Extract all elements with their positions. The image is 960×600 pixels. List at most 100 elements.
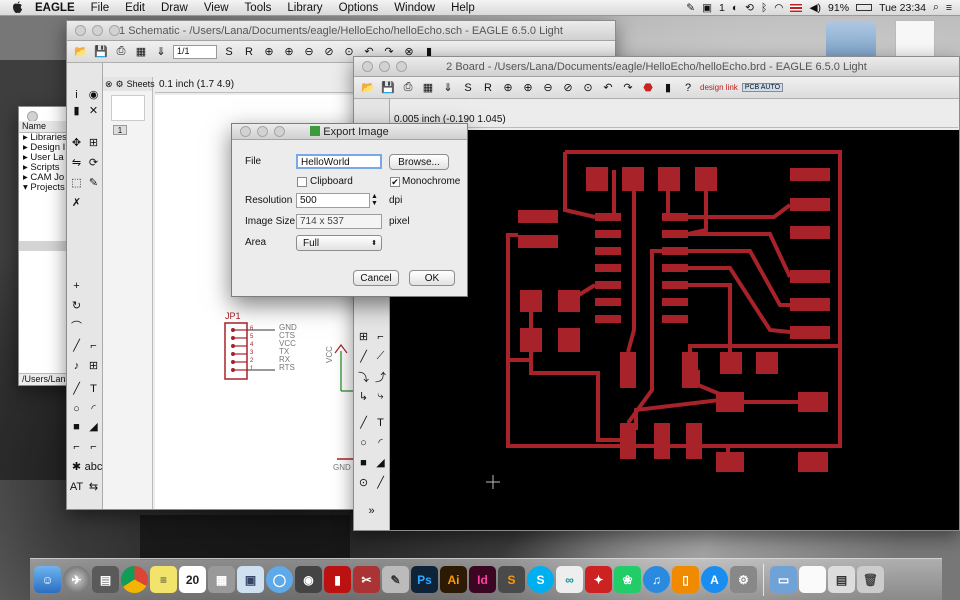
schematic-titlebar[interactable]: 1 Schematic - /Users/Lana/Documents/eagl… [67,21,615,41]
use-icon[interactable]: ⇓ [156,46,166,58]
ie-icon[interactable]: ◐ [731,1,739,14]
wifi-icon[interactable]: ◠ [774,1,784,14]
wrench-icon[interactable]: ✎ [88,177,99,189]
ok-button[interactable]: OK [409,270,455,286]
label-icon[interactable]: abc [84,460,103,473]
zoom-button[interactable] [274,126,285,137]
menu-draw[interactable]: Draw [160,1,188,14]
notification-center-icon[interactable]: ≡ [945,1,952,14]
folder-icon[interactable]: ▭ [770,566,797,593]
cam-icon[interactable]: ▦ [422,82,434,94]
route-icon[interactable]: ⤵ [358,371,369,384]
close-button[interactable] [362,61,373,72]
ps-icon[interactable]: Ps [411,566,438,593]
itunes-icon[interactable]: ♫ [643,566,670,593]
id-icon[interactable]: Id [469,566,496,593]
show-icon[interactable]: ◉ [88,89,99,101]
dialog-titlebar[interactable]: Export Image [232,124,467,140]
menu-file[interactable]: File [90,1,110,14]
miter-icon[interactable]: ⌐ [377,330,384,343]
finder-icon[interactable]: ☺ [34,566,61,593]
preview-icon[interactable]: ▣ [237,566,264,593]
use-icon[interactable]: ⇓ [443,82,453,94]
evernote-icon[interactable]: ✎ [686,1,696,14]
prefs-icon[interactable]: ⚙ [730,566,757,593]
ai-icon[interactable]: Ai [440,566,467,593]
junction-icon[interactable]: ✱ [71,461,82,473]
fritzing-icon[interactable]: ✦ [585,566,612,593]
sheet-thumbnail[interactable] [110,95,145,121]
resolution-input[interactable]: 500 [296,193,370,208]
battery-icon[interactable] [856,4,873,11]
minimize-button[interactable] [379,61,390,72]
launchpad-icon[interactable]: ✈ [63,566,90,593]
replace-icon[interactable]: ↻ [71,300,82,312]
tree-item-libraries[interactable]: ▸ Libraries [23,132,67,143]
wire-icon[interactable]: ╱ [73,340,80,352]
spotlight-icon[interactable]: ⌕ [932,1,939,13]
cancel-button[interactable]: Cancel [353,270,399,286]
polygon-icon[interactable]: ◢ [376,457,385,469]
ripup-icon[interactable]: ⤴ [375,371,386,384]
display-icon[interactable]: ▮ [73,105,80,117]
file-input[interactable]: HelloWorld [296,154,382,169]
more-icon[interactable]: » [368,504,375,517]
tree-item-user[interactable]: ▸ User La [23,152,64,163]
split-icon[interactable]: ╱ [360,351,367,363]
zoom-fit-icon[interactable]: ⊕ [503,82,513,94]
optimize-icon[interactable]: ⟋ [376,350,385,362]
zoom-button[interactable] [109,25,120,36]
split-icon[interactable]: ⌒ [71,320,82,333]
menu-view[interactable]: View [203,1,229,14]
mark-icon[interactable]: ✕ [88,105,99,117]
menu-tools[interactable]: Tools [244,1,272,14]
zoom-fit-icon[interactable]: ⊕ [264,46,274,58]
menu-library[interactable]: Library [287,1,323,14]
polygon-icon[interactable]: ◢ [89,421,98,433]
arduino-icon[interactable]: ∞ [556,566,583,593]
chrome-icon[interactable] [121,566,148,593]
system-icon[interactable]: ▤ [92,566,119,593]
calendar-icon[interactable]: 20 [179,566,206,593]
attribute-icon[interactable]: AT [69,480,84,493]
ibooks-icon[interactable]: ▯ [672,566,699,593]
circle-icon[interactable]: ○ [360,436,367,449]
appstore-icon[interactable]: A [701,566,728,593]
redo-icon[interactable]: ↷ [384,46,394,58]
notification-badge-icon[interactable]: ▣ [702,1,712,14]
preview-doc-icon[interactable]: ▤ [828,566,855,593]
stop-icon[interactable]: ⬣ [643,82,653,94]
tree-item-design[interactable]: ▸ Design I [23,142,66,153]
apple-icon[interactable] [12,1,23,14]
area-select[interactable]: Full ⬍ [296,235,382,251]
smash-icon[interactable]: ⊞ [88,360,99,372]
rotate-icon[interactable]: ⟳ [88,157,99,169]
zoom-redraw-icon[interactable]: ⊘ [563,82,573,94]
zoom-select-icon[interactable]: ⊙ [344,46,354,58]
board-titlebar[interactable]: 2 Board - /Users/Lana/Documents/eagle/He… [354,57,959,77]
copy-icon[interactable]: ⊞ [88,137,99,149]
open-icon[interactable]: 📂 [74,46,88,58]
net-icon[interactable]: ⌐ [73,440,80,453]
zoom-out-icon[interactable]: ⊖ [543,82,553,94]
undo-icon[interactable]: ↶ [364,46,374,58]
menu-options[interactable]: Options [338,1,379,14]
print-icon[interactable]: ⎙ [116,45,126,57]
browse-button[interactable]: Browse... [389,154,449,170]
window-controls[interactable] [362,61,407,72]
script-icon[interactable]: S [464,81,472,94]
tree-item-projects[interactable]: ▾ Projects [23,182,65,193]
bus-icon[interactable]: ⌐ [90,440,97,453]
mirror-icon[interactable]: ⇋ [71,157,82,169]
zoom-in-icon[interactable]: ⊕ [284,46,294,58]
run-icon[interactable]: R [484,81,492,94]
grid-select[interactable]: 1/1 [173,44,217,59]
close-button[interactable] [75,25,86,36]
print-icon[interactable]: ⎙ [403,81,413,93]
autoroute-icon[interactable]: ⤷ [377,390,384,402]
line-icon[interactable]: ╱ [73,383,80,395]
menu-edit[interactable]: Edit [125,1,145,14]
save-icon[interactable]: 💾 [94,46,108,58]
signal-icon[interactable]: ↳ [358,391,369,403]
menu-window[interactable]: Window [394,1,436,14]
